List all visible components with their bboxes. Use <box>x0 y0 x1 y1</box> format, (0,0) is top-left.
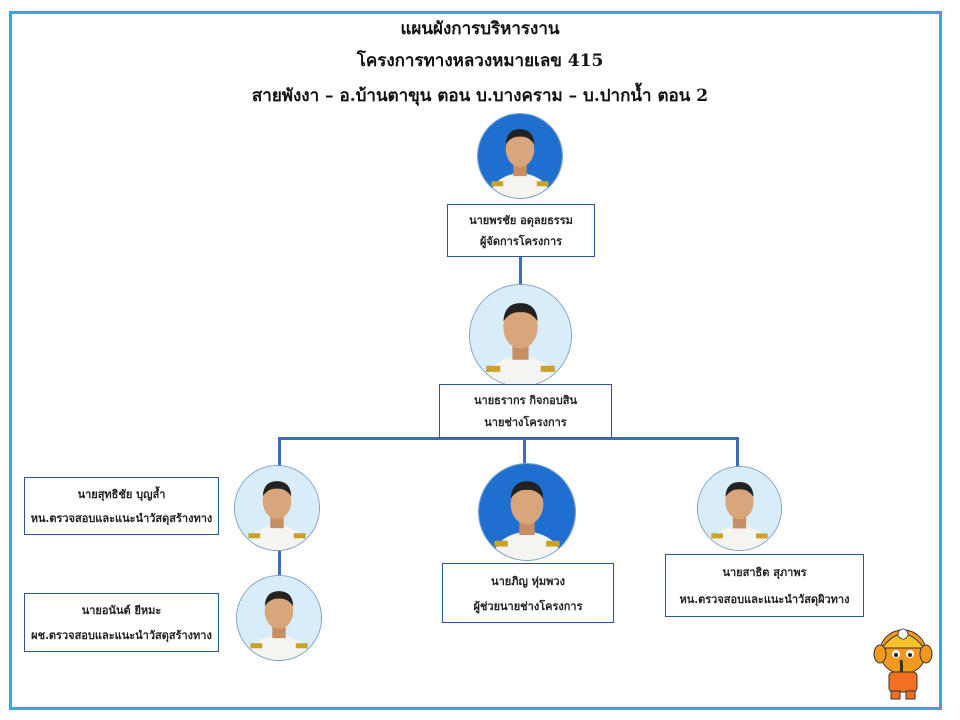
card-name: นายอนันต์ ยีหมะ <box>81 604 162 618</box>
connector-right-drop <box>736 437 739 467</box>
page-frame <box>9 11 942 710</box>
connector-manager-engineer <box>519 256 522 286</box>
mascot-icon <box>872 622 934 702</box>
person-portrait-icon <box>470 285 571 386</box>
card-position: หน.ตรวจสอบและแนะนำวัสดุผิวทาง <box>679 592 850 606</box>
card-assistant-left: นายอนันต์ ยีหมะ ผช.ตรวจสอบและแนะนำวัสดุส… <box>24 593 219 652</box>
card-assistant-center: นายภิญ หุ่มพวง ผู้ช่วยนายช่างโครงการ <box>442 563 614 623</box>
person-portrait-icon <box>698 467 781 550</box>
card-position: นายช่างโครงการ <box>484 416 567 429</box>
card-inspector-left: นายสุทธิชัย บุญล้ำ หน.ตรวจสอบและแนะนำวัส… <box>24 477 219 535</box>
person-portrait-icon <box>235 466 319 550</box>
photo-engineer <box>469 284 572 387</box>
photo-assistant-center <box>478 463 576 561</box>
card-position: ผู้ช่วยนายช่างโครงการ <box>473 599 583 613</box>
photo-inspector-left <box>234 465 320 551</box>
photo-assistant-left <box>236 575 322 661</box>
card-name: นายภิญ หุ่มพวง <box>491 574 565 588</box>
card-engineer: นายธรากร กิจกอบสิน นายช่างโครงการ <box>439 384 612 438</box>
card-inspector-right: นายสาธิต สุภาพร หน.ตรวจสอบและแนะนำวัสดุผ… <box>665 554 864 617</box>
chart-title-line-3: สายพังงา – อ.บ้านตาขุน ตอน บ.บางคราม – บ… <box>251 86 709 106</box>
connector-left-lower <box>278 550 281 578</box>
person-portrait-icon <box>478 114 562 198</box>
card-name: นายสุทธิชัย บุญล้ำ <box>77 488 166 501</box>
card-manager: นายพรชัย อดุลยธรรม ผู้จัดการโครงการ <box>447 204 595 257</box>
card-name: นายธรากร กิจกอบสิน <box>474 394 577 407</box>
connector-center-drop <box>523 437 526 467</box>
card-position: ผช.ตรวจสอบและแนะนำวัสดุสร้างทาง <box>31 628 212 642</box>
person-portrait-icon <box>479 464 575 560</box>
card-name: นายพรชัย อดุลยธรรม <box>469 213 573 227</box>
card-position: ผู้จัดการโครงการ <box>479 235 563 249</box>
card-name: นายสาธิต สุภาพร <box>722 566 807 580</box>
photo-inspector-right <box>697 466 782 551</box>
connector-left-drop <box>278 437 281 467</box>
card-position: หน.ตรวจสอบและแนะนำวัสดุสร้างทาง <box>30 512 213 525</box>
photo-manager <box>477 113 563 199</box>
chart-title-line-1: แผนผังการบริหารงาน <box>400 19 560 39</box>
connector-horizontal <box>278 437 739 440</box>
chart-title-line-2: โครงการทางหลวงหมายเลข 415 <box>356 51 604 71</box>
person-portrait-icon <box>237 576 321 660</box>
